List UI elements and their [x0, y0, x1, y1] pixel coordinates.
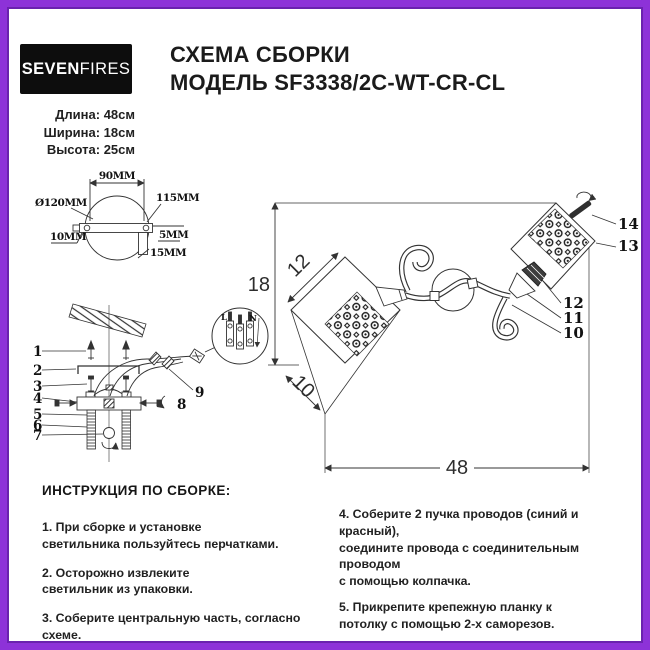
base-plate	[76, 384, 142, 411]
title-line-2: МОДЕЛЬ SF3338/2C-WT-CR-CL	[170, 70, 506, 95]
part-label-7: 7	[33, 428, 42, 444]
wire-nut-cap	[161, 355, 175, 370]
dim-height-18: 18	[248, 274, 270, 296]
terminal-label-neutral: N	[249, 314, 257, 324]
instruction-step-1: 1. При сборке и установке светильника по…	[42, 520, 279, 551]
part-label-10: 10	[563, 324, 584, 342]
part-label-13: 13	[618, 237, 639, 255]
wires	[93, 348, 206, 397]
part-label-3: 3	[33, 379, 42, 395]
leader-lines	[41, 350, 194, 436]
instruction-step-2: 2. Осторожно извлеките светильник из упа…	[42, 565, 193, 597]
part-label-8: 8	[177, 397, 186, 413]
part-label-9: 9	[195, 385, 204, 401]
dimension-width: Ширина: 18см	[43, 124, 135, 140]
ceiling-screws	[87, 339, 130, 360]
part-label-5: 5	[33, 407, 42, 423]
terminal-detail	[204, 307, 269, 365]
canopy-dim-5mm: 5MM	[159, 229, 189, 241]
assembly-diagram: 90MM Ø120MM 115MM 10MM 5MM 15MM	[33, 170, 639, 479]
dimension-height: Высота: 25см	[46, 142, 135, 157]
canopy-dim-15mm: 15MM	[150, 247, 187, 259]
part-label-12: 12	[563, 294, 584, 312]
instruction-step-5: 5. Прикрепите крепежную планку к потолку…	[339, 599, 555, 631]
brand-logo-bold: SEVEN	[21, 59, 80, 78]
part-label-14: 14	[618, 215, 639, 233]
rotate-arrow	[156, 395, 166, 409]
part-label-6: 6	[33, 418, 42, 434]
exploded-view	[41, 303, 269, 462]
instructions-right-column: 4. Соберите 2 пучка проводов (синий и кр…	[339, 506, 639, 650]
arm-clamp	[429, 291, 440, 301]
right-shade	[510, 202, 596, 290]
canopy-dim-115mm: 115MM	[156, 192, 200, 204]
center-ring	[431, 268, 475, 312]
threaded-rod-right	[121, 409, 131, 450]
fixture-dimensions: Длина: 48см Ширина: 18см Высота: 25см	[21, 106, 135, 159]
dim-shade-12: 12	[283, 250, 314, 281]
right-socket-collar	[521, 261, 547, 287]
leader-lines-right	[511, 214, 617, 334]
finial-ball	[103, 427, 115, 439]
part-label-2: 2	[33, 363, 42, 379]
canopy-dim-diameter: Ø120MM	[35, 197, 88, 209]
title-line-1: СХЕМА СБОРКИ	[170, 42, 350, 67]
threaded-rod-left	[86, 409, 96, 450]
part-label-4: 4	[33, 391, 42, 407]
part-label-11: 11	[563, 309, 584, 327]
wire-nut-cap	[148, 351, 162, 366]
canopy-dim-90mm: 90MM	[99, 170, 136, 182]
instruction-step-4: 4. Соберите 2 пучка проводов (синий и кр…	[339, 507, 580, 589]
page-title: СХЕМА СБОРКИ МОДЕЛЬ SF3338/2C-WT-CR-CL	[170, 41, 505, 97]
dimension-length: Длина: 48см	[55, 107, 135, 122]
terminal-label-live: L	[221, 313, 227, 323]
finial-bar	[569, 200, 592, 219]
instruction-step-6: 6. Соедините центральный провод с провод…	[339, 642, 630, 650]
right-socket-cup	[508, 272, 536, 299]
dim-shade-10: 10	[288, 371, 319, 402]
instruction-step-3: 3. Соберите центральную часть, согласно …	[42, 611, 301, 642]
mounting-strap	[77, 365, 140, 374]
instructions-heading: ИНСТРУКЦИЯ ПО СБОРКЕ:	[42, 483, 231, 498]
dim-length-48: 48	[446, 457, 468, 479]
arm-clamp	[466, 277, 479, 290]
instructions-left-column: 1. При сборке и установке светильника по…	[42, 519, 332, 643]
fixture-arms	[398, 244, 519, 341]
brand-logo-light: FIRES	[79, 59, 131, 78]
fixture-view	[268, 191, 617, 473]
part-label-1: 1	[33, 344, 42, 360]
canopy-top-view	[51, 179, 184, 261]
canopy-dim-10mm: 10MM	[50, 231, 87, 243]
